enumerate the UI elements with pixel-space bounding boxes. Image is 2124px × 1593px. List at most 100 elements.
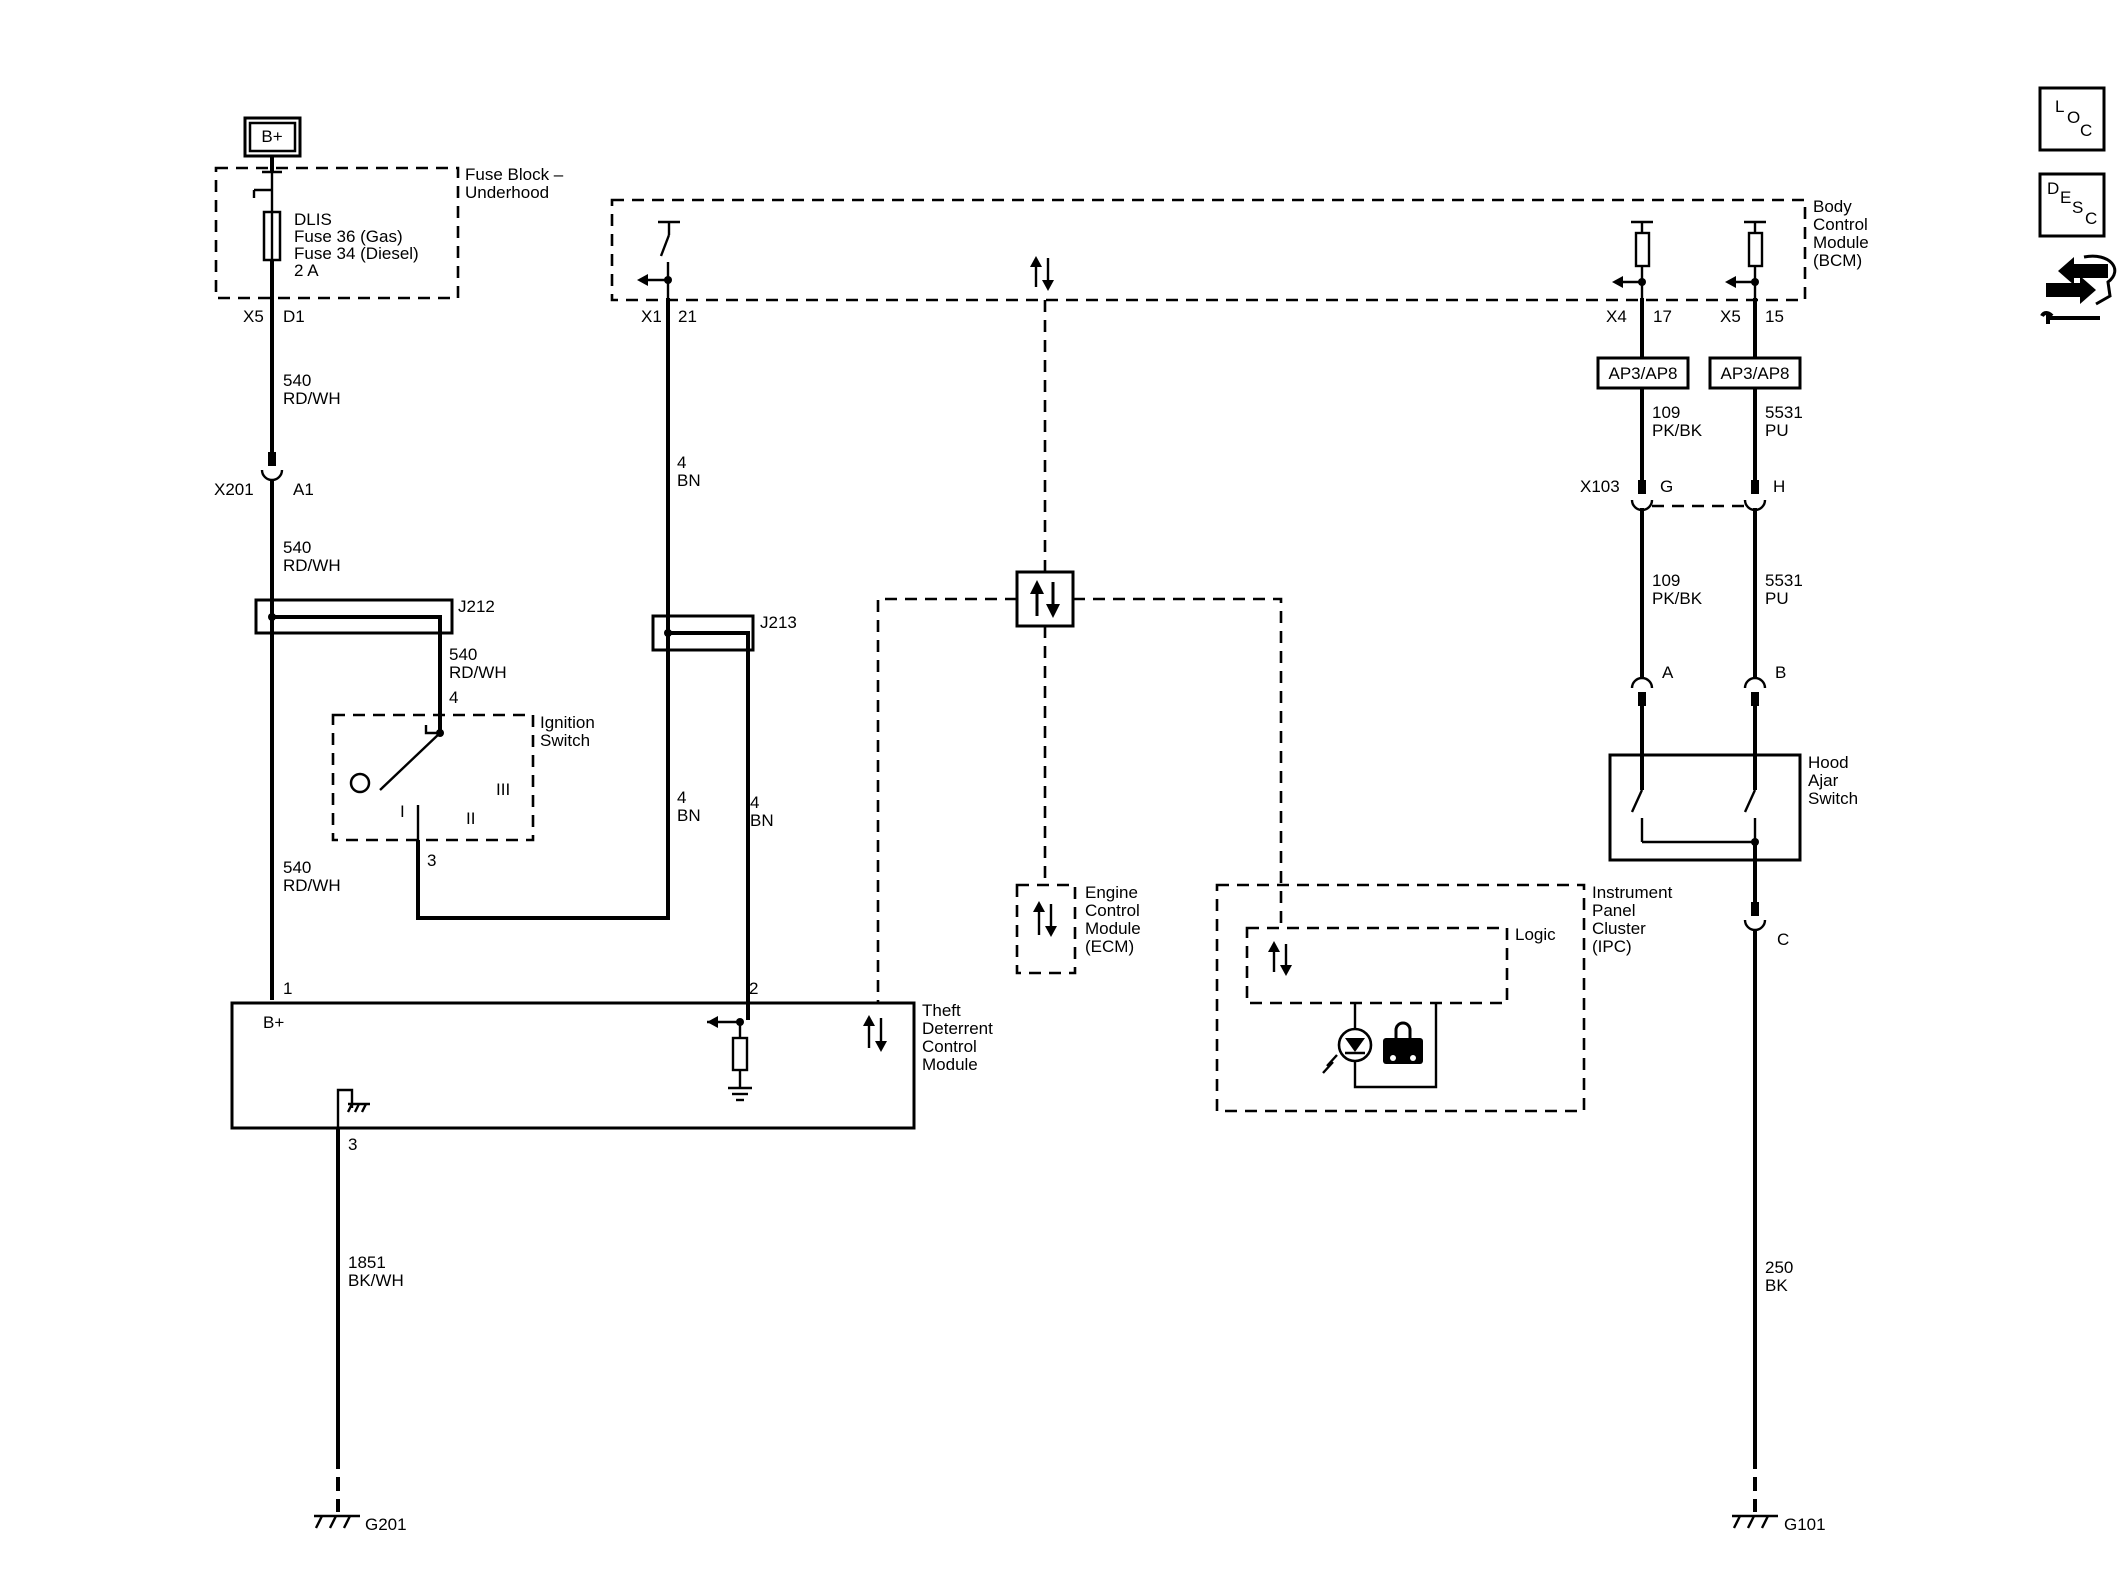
ecm-label-3: Module <box>1085 919 1141 938</box>
ap-label-1: AP3/AP8 <box>1596 356 1690 390</box>
fuse-block-label-1: Fuse Block – <box>465 165 564 184</box>
theft-deterrent-control-module: 1 2 B+ Theft Deterrent Control Module <box>230 979 993 1154</box>
bcm-serial-data-arrows-icon <box>1030 256 1054 291</box>
fuse-block-label-2: Underhood <box>465 183 549 202</box>
serial-data-arrows-icon <box>863 1015 887 1052</box>
ignition-switch-label-2: Switch <box>540 731 590 750</box>
battery-positive-terminal: B+ <box>243 116 302 172</box>
wire-109-circuit-a: 109 <box>1652 403 1680 422</box>
svg-text:D: D <box>2047 179 2059 198</box>
tdcm-bplus-label: B+ <box>263 1013 284 1032</box>
svg-text:AP3/AP8: AP3/AP8 <box>1721 364 1790 383</box>
instrument-panel-cluster: Instrument Panel Cluster (IPC) Logic <box>1215 883 1673 1113</box>
x103-connector: X103 G H <box>1580 477 1785 512</box>
ignition-pin-4: 4 <box>449 688 458 707</box>
bcm-label-3: Module <box>1813 233 1869 252</box>
hood-ajar-switch: Hood Ajar Switch <box>1608 753 1858 862</box>
svg-text:B+: B+ <box>261 127 282 146</box>
bcm-label-1: Body <box>1813 197 1852 216</box>
wire-5531-color-a: PU <box>1765 421 1789 440</box>
hood-switch-label-1: Hood <box>1808 753 1849 772</box>
bcm-x1-label: X1 <box>641 307 662 326</box>
chassis-ground-icon <box>346 1102 370 1113</box>
j213-label: J213 <box>760 613 797 632</box>
tdcm-pin-1: 1 <box>283 979 292 998</box>
wire-250-color: BK <box>1765 1276 1788 1295</box>
j212-splice: J212 <box>254 597 495 635</box>
ignition-position-1: I <box>400 802 405 821</box>
ipc-label-3: Cluster <box>1592 919 1646 938</box>
resistor-icon <box>731 1036 749 1072</box>
tdcm-pin-3: 3 <box>348 1135 357 1154</box>
ground-icon <box>728 1086 752 1102</box>
wire-540-circuit-c: 540 <box>449 645 477 664</box>
hood-switch-connector-ab: A B <box>1630 663 1786 706</box>
g101-ground-icon: G101 <box>1732 1514 1826 1534</box>
ipc-label-1: Instrument <box>1592 883 1673 902</box>
bcm-x5-pin: 15 <box>1765 307 1784 326</box>
wire-4-circuit-b: 4 <box>677 788 686 807</box>
serial-data-gateway <box>1015 570 1075 628</box>
body-control-module: Body Control Module (BCM) <box>610 197 1869 302</box>
wire-540-color-b: RD/WH <box>283 556 341 575</box>
hood-pin-a: A <box>1662 663 1674 682</box>
fuse-pin-label: D1 <box>283 307 305 326</box>
ignition-switch: Ignition Switch I II III <box>331 713 595 842</box>
fuse-label-3: Fuse 34 (Diesel) <box>294 244 419 263</box>
wire-4-color-a: BN <box>677 471 701 490</box>
tdcm-label-1: Theft <box>922 1001 961 1020</box>
svg-text:S: S <box>2072 198 2083 217</box>
hood-pin-b: B <box>1775 663 1786 682</box>
wire-109-color-b: PK/BK <box>1652 589 1703 608</box>
svg-text:AP3/AP8: AP3/AP8 <box>1609 364 1678 383</box>
wire-540-color-d: RD/WH <box>283 876 341 895</box>
bcm-label-2: Control <box>1813 215 1868 234</box>
svg-text:O: O <box>2067 108 2080 127</box>
tdcm-label-2: Deterrent <box>922 1019 993 1038</box>
wire-5531-color-b: PU <box>1765 589 1789 608</box>
ecm-label-1: Engine <box>1085 883 1138 902</box>
hood-switch-label-3: Switch <box>1808 789 1858 808</box>
g201-label: G201 <box>365 1515 407 1534</box>
wire-250-circuit: 250 <box>1765 1258 1793 1277</box>
ap-label-2: AP3/AP8 <box>1708 356 1802 390</box>
ignition-position-2: II <box>466 809 475 828</box>
g201-ground-icon: G201 <box>314 1514 407 1534</box>
x103-pin-g: G <box>1660 477 1673 496</box>
wire-540-circuit-a: 540 <box>283 371 311 390</box>
tdcm-pin-2: 2 <box>749 979 758 998</box>
tdcm-label-4: Module <box>922 1055 978 1074</box>
wire-4-circuit-c: 4 <box>750 793 759 812</box>
ignition-position-3: III <box>496 780 510 799</box>
j213-splice: J213 <box>651 613 797 652</box>
x201-pin-label: A1 <box>293 480 314 499</box>
svg-text:L: L <box>2055 97 2064 116</box>
svg-text:C: C <box>2085 209 2097 228</box>
g101-label: G101 <box>1784 1515 1826 1534</box>
ipc-logic-label: Logic <box>1515 925 1556 944</box>
x201-label: X201 <box>214 480 254 499</box>
connector-repair-icon[interactable] <box>2040 254 2117 324</box>
ignition-switch-label-1: Ignition <box>540 713 595 732</box>
wire-1851-circuit: 1851 <box>348 1253 386 1272</box>
loc-button[interactable]: L O C <box>2038 86 2106 152</box>
wire-5531-circuit-a: 5531 <box>1765 403 1803 422</box>
fuse-connector-label: X5 <box>243 307 264 326</box>
ignition-pin-3: 3 <box>427 851 436 870</box>
ecm-label-2: Control <box>1085 901 1140 920</box>
hood-switch-connector-c: C <box>1743 902 1789 949</box>
bcm-x4-label: X4 <box>1606 307 1627 326</box>
wire-540-circuit-b: 540 <box>283 538 311 557</box>
hood-pin-c: C <box>1777 930 1789 949</box>
ipc-label-2: Panel <box>1592 901 1635 920</box>
tdcm-label-3: Control <box>922 1037 977 1056</box>
wire-540-circuit-d: 540 <box>283 858 311 877</box>
wire-1851-color: BK/WH <box>348 1271 404 1290</box>
wire-5531-circuit-b: 5531 <box>1765 571 1803 590</box>
wire-109-color-a: PK/BK <box>1652 421 1703 440</box>
bcm-pullup-resistor-1 <box>1634 231 1651 268</box>
desc-button[interactable]: D E S C <box>2038 172 2106 238</box>
fuse-label-4: 2 A <box>294 261 319 280</box>
ecm-label-4: (ECM) <box>1085 937 1134 956</box>
